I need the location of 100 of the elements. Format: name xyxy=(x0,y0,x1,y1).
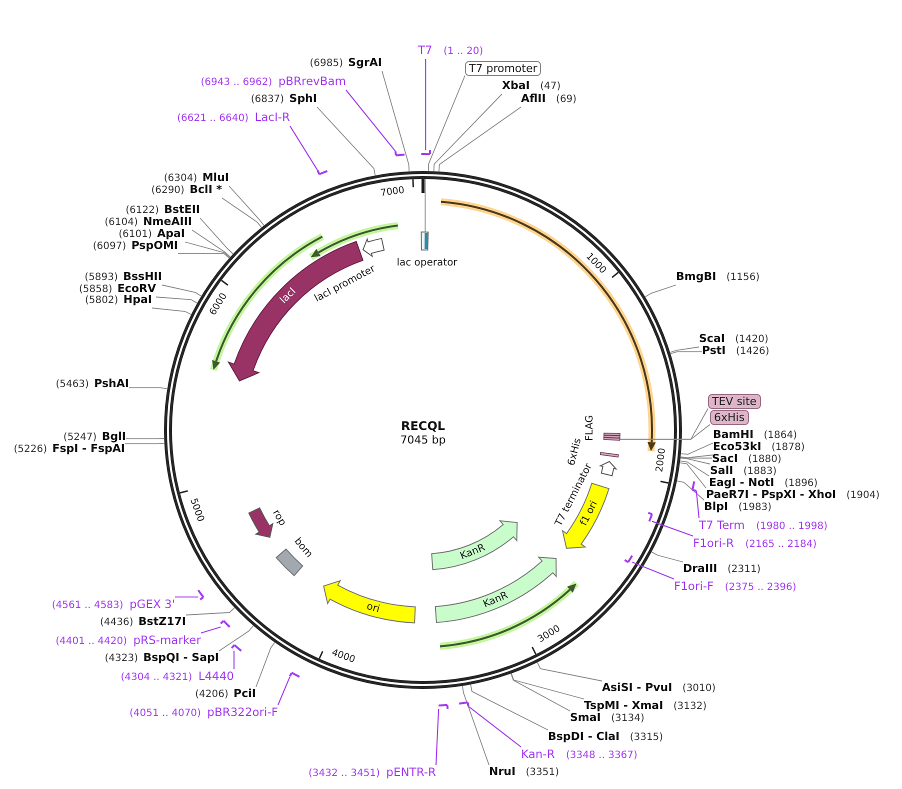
restriction-site-label: (5463) PshAI xyxy=(56,377,129,392)
leader-line xyxy=(424,178,426,232)
primer-label: Kan-R (3348 .. 3367) xyxy=(521,747,638,763)
restriction-site-label: (6097) PspOMI xyxy=(92,239,178,254)
restriction-site-label: (6101) ApaI xyxy=(118,227,185,242)
restriction-site-label: BspDI - ClaI (3315) xyxy=(548,730,664,745)
restriction-site-label: AflII (69) xyxy=(521,92,577,107)
restriction-site-label: (6985) SgrAI xyxy=(310,56,382,71)
leader-line xyxy=(680,458,710,464)
primer-mark xyxy=(288,672,300,678)
leader-line xyxy=(651,552,684,562)
primer-mark xyxy=(316,170,328,176)
primer-label: (4561 .. 4583) pGEX 3' xyxy=(52,597,175,613)
scale-label: 2000 xyxy=(654,447,668,473)
feature-tag: TEV site xyxy=(708,394,761,408)
primer-mark xyxy=(691,480,698,492)
primer-mark xyxy=(438,704,449,710)
restriction-site-label: SacI (1880) xyxy=(712,452,782,467)
restriction-site-label: (6104) NmeAIII xyxy=(104,215,192,230)
restriction-site-label: (5247) BglI xyxy=(63,430,126,445)
leader-line xyxy=(428,75,466,172)
restriction-site-label: (4436) BstZ17I xyxy=(100,615,186,630)
leader-line xyxy=(536,662,602,682)
plasmid-name: RECQL xyxy=(400,419,446,433)
leader-line xyxy=(696,490,700,518)
primer-mark xyxy=(197,589,204,601)
leader-line xyxy=(670,346,700,353)
primer-mark xyxy=(624,554,634,564)
leader-line xyxy=(186,607,236,616)
primer-label: (4401 .. 4420) pRS-marker xyxy=(56,633,201,649)
leader-line xyxy=(162,284,202,297)
restriction-site-label: (4323) BspQI - SapI xyxy=(104,651,219,666)
leader-line xyxy=(433,94,502,172)
primer-mark xyxy=(220,620,231,628)
leader-line xyxy=(382,70,410,172)
restriction-site-label: SalI (1883) xyxy=(710,464,777,479)
leader-line xyxy=(632,562,674,580)
primer-mark xyxy=(420,149,431,156)
primer-label: T7 (1 .. 20) xyxy=(418,43,484,59)
primer-label: F1ori-F (2375 .. 2396) xyxy=(674,579,796,595)
primer-label: (3432 .. 3451) pENTR-R xyxy=(308,765,436,781)
leader-line xyxy=(124,442,165,444)
leader-line xyxy=(228,186,264,226)
leader-line xyxy=(316,106,376,176)
scale-label: 4000 xyxy=(330,647,357,666)
leader-line xyxy=(175,596,198,598)
leader-line xyxy=(652,520,694,537)
restriction-site-label: DraIII (2311) xyxy=(683,562,761,577)
restriction-site-label: TspMI - XmaI (3132) xyxy=(584,699,707,714)
leader-line xyxy=(126,438,165,440)
leader-line xyxy=(468,706,522,748)
leader-line xyxy=(222,198,262,228)
restriction-site-label: (6290) BclI * xyxy=(151,183,222,198)
leader-line xyxy=(152,308,192,315)
feature-label: 6xHis xyxy=(566,437,584,467)
primer-label: (4304 .. 4321) L4440 xyxy=(120,669,234,685)
restriction-site-label: EagI - NotI (1896) xyxy=(709,476,818,491)
leader-line xyxy=(676,480,704,500)
primer-mark xyxy=(230,644,242,652)
restriction-site-label: (4206) PciI xyxy=(195,687,256,702)
restriction-site-label: BlpI (1983) xyxy=(704,500,772,515)
primer-label: (4051 .. 4070) pBR322ori-F xyxy=(130,705,278,721)
scale-label: 5000 xyxy=(188,496,206,524)
leader-line xyxy=(233,650,235,669)
restriction-site-label: PaeR7I - PspXI - XhoI (1904) xyxy=(706,488,880,503)
leader-line xyxy=(680,460,710,476)
leader-line xyxy=(200,218,234,254)
primer-label: (6621 .. 6640) LacI-R xyxy=(177,110,290,126)
leader-line xyxy=(184,242,230,258)
leader-line xyxy=(435,708,440,766)
primer-mark xyxy=(394,150,406,156)
leader-line xyxy=(128,387,168,390)
leader-line xyxy=(438,106,522,172)
restriction-site-label: AsiSI - PvuI (3010) xyxy=(602,681,716,696)
leader-line xyxy=(679,462,706,488)
leader-line xyxy=(192,230,231,258)
leader-line xyxy=(470,684,548,730)
feature-label: FLAG xyxy=(584,415,596,441)
leader-line xyxy=(510,673,570,712)
primer-mark xyxy=(458,701,470,708)
restriction-site-label: Eco53kI (1878) xyxy=(713,440,805,455)
leader-line xyxy=(644,284,676,298)
leader-line xyxy=(290,126,318,171)
restriction-site-label: XbaI (47) xyxy=(502,79,561,94)
leader-line xyxy=(346,90,396,152)
restriction-site-label: (6122) BstEII xyxy=(126,203,200,218)
restriction-site-label: (5226) FspI - FspAI xyxy=(14,442,125,457)
leader-line xyxy=(680,454,714,458)
leader-line xyxy=(462,686,490,766)
feature-label: lac operator xyxy=(396,258,458,268)
gene-feature: ori xyxy=(323,580,416,624)
restriction-site-label: ScaI (1420) xyxy=(699,332,768,347)
primer-label: F1ori-R (2165 .. 2184) xyxy=(693,536,817,552)
gene-feature: KanR xyxy=(431,520,518,570)
primer-label: T7 Term (1980 .. 1998) xyxy=(699,518,828,534)
restriction-site-label: (6837) SphI xyxy=(250,92,317,107)
scale-label: 7000 xyxy=(380,184,406,199)
feature-label: rop xyxy=(270,508,288,528)
leader-line xyxy=(670,351,702,354)
leader-line xyxy=(620,424,710,440)
